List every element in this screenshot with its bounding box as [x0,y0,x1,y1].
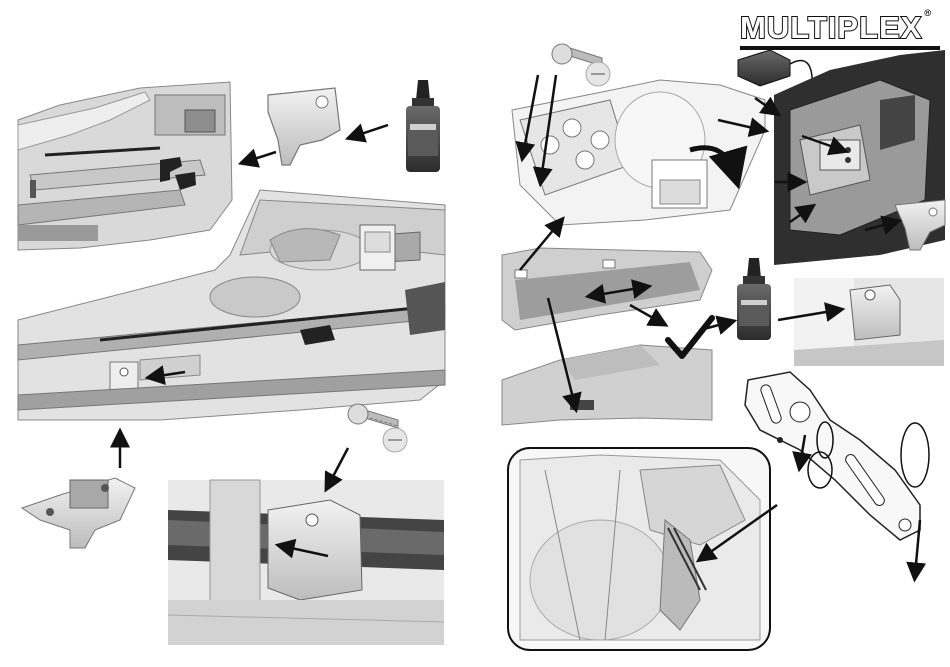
arrow-plate-to-frame [245,152,276,162]
panel-right-detail-inset [794,278,944,366]
panel-left-detail-inset [168,480,444,645]
panel-bottom-right-cutaway [508,448,770,650]
screw-left [348,404,407,452]
panel-top-left-frame [18,82,232,250]
screw-right [552,44,610,86]
panel-right-canopy-part [502,248,712,330]
arrow-bottle-to-plate [352,125,388,137]
latch-plate-part [268,88,340,165]
panel-left-bracket-part [22,478,135,548]
panel-bottom-right-linkage-plate [745,372,929,540]
panel-top-right-servo-frame [512,80,765,225]
glue-bottle-2 [737,258,771,340]
glue-bottle-1 [406,80,440,172]
